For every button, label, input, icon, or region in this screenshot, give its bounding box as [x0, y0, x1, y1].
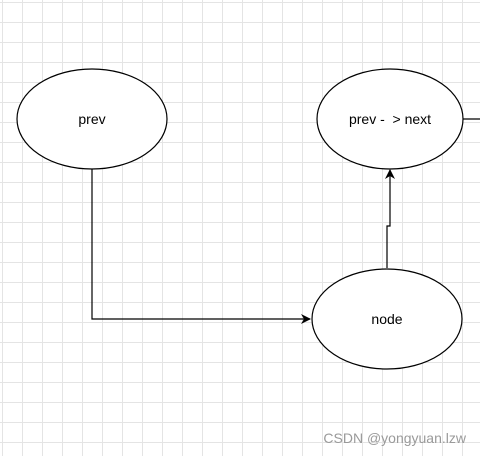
- edge-node-to-prev-next: [385, 169, 395, 268]
- node-prev-next-shape: [316, 68, 464, 170]
- node-node-label: node: [371, 311, 402, 327]
- node-prev[interactable]: prev: [16, 68, 168, 170]
- edge-prev-to-node: [91, 169, 311, 324]
- node-node-shape: [311, 268, 463, 370]
- node-node[interactable]: node: [311, 268, 463, 370]
- node-prev-next-label: prev - > next: [349, 111, 431, 127]
- node-prev-next[interactable]: prev - > next: [316, 68, 464, 170]
- node-prev-label: prev: [78, 111, 105, 127]
- node-prev-shape: [16, 68, 168, 170]
- watermark: CSDN @yongyuan.lzw: [323, 430, 466, 446]
